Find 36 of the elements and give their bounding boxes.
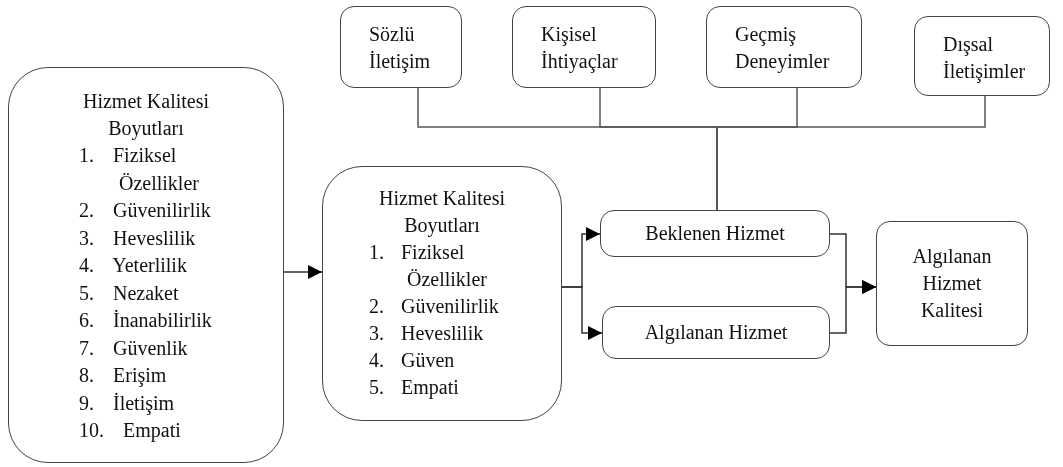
list-item: 2. Güvenilirlik — [79, 198, 212, 223]
list-item: 2. Güvenilirlik — [369, 294, 500, 319]
rounded-box — [600, 210, 830, 257]
list-item: 5. Empati — [369, 375, 460, 401]
list-item: 4. Güven — [369, 348, 456, 373]
rounded-box — [706, 6, 862, 88]
rounded-box — [512, 6, 656, 88]
list-item: 4. Yeterlilik — [79, 253, 188, 278]
list-item: 9. İletişim — [79, 390, 176, 417]
list-item: 8. Erişim — [79, 363, 168, 389]
list-item: 1. Fiziksel Özellikler — [79, 143, 200, 196]
box-label: Algılanan Hizmet Kalitesi — [911, 244, 993, 323]
arrow — [829, 280, 877, 334]
list-item: 1. Fiziksel Özellikler — [369, 240, 488, 292]
arrow — [283, 265, 323, 279]
rounded-box — [340, 6, 462, 88]
list-item: 3. Heveslilik — [79, 225, 197, 251]
rounded-box — [914, 16, 1050, 96]
list-item: 6. İnanabilirlik — [79, 308, 213, 333]
list-item: 10. Empati — [79, 418, 182, 444]
box-label: Algılanan Hizmet — [644, 320, 788, 346]
list-item: 5. Nezaket — [79, 280, 180, 306]
box-heading: Hizmet Kalitesi Boyutları — [377, 186, 507, 239]
arrow — [561, 286, 603, 340]
rounded-box — [602, 306, 830, 359]
list-item: 7. Güvenlik — [79, 335, 189, 361]
rounded-box — [876, 221, 1028, 346]
rounded-list-box — [322, 166, 562, 421]
box-heading: Hizmet Kalitesi Boyutları — [81, 89, 211, 142]
box-label: Geçmiş Deneyimler — [735, 22, 831, 75]
box-label: Dışsal İletişimler — [943, 32, 1027, 85]
rounded-list-box — [8, 67, 284, 463]
box-label: Kişisel İhtiyaçlar — [541, 22, 619, 75]
list-item: 3. Heveslilik — [369, 321, 485, 346]
box-label: Sözlü İletişim — [369, 22, 432, 75]
box-label: Beklenen Hizmet — [645, 221, 785, 246]
